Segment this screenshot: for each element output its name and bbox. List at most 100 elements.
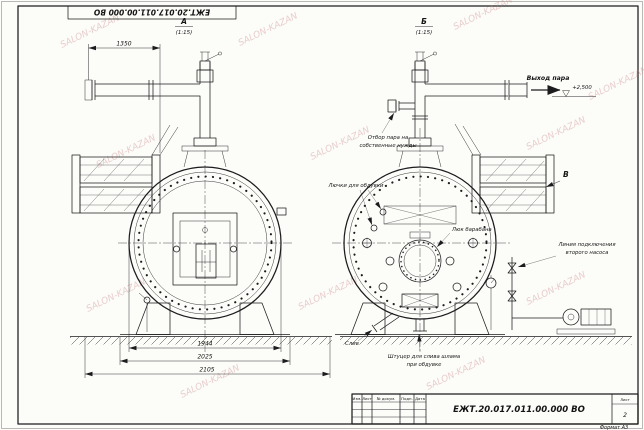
leader-line: [367, 189, 382, 210]
separator-cross: [383, 205, 457, 225]
col-podp: Подп.: [401, 396, 413, 401]
front-plate-circle: [142, 180, 268, 306]
valve-bonnet: [199, 60, 211, 71]
side-handhole-right: [230, 245, 237, 253]
title-block-frame: [351, 393, 639, 425]
leader-line: [417, 333, 422, 353]
valve-body: [411, 69, 429, 83]
col-data: Дата: [415, 396, 425, 401]
bundle-flange-left: [71, 154, 81, 214]
economizer-bundle-right: [454, 123, 555, 214]
watermark-text: SALON-KAZAN: [85, 277, 148, 315]
shell-inner-circle: [348, 171, 492, 315]
feed-pump-assembly: [485, 257, 616, 335]
pump-line-label-2: второго насоса: [566, 250, 609, 256]
drain-pipe: [371, 312, 400, 333]
branch-valve: [387, 99, 397, 113]
doc-number: ЕЖТ.20.017.011.00.000 ВО: [453, 405, 585, 415]
dome-neck: [183, 150, 227, 168]
pump-volute: [562, 308, 580, 326]
corner-stamp-number: ЕЖТ.20.017.011.00.000 ВО: [93, 8, 210, 17]
shell-circle: [343, 166, 497, 320]
dimensions: 1350 1944 2025 2105: [84, 41, 331, 378]
watermark-text: SALON-KAZAN: [237, 11, 300, 49]
leader-line: [357, 329, 373, 342]
view-b-letter: Б: [421, 17, 427, 26]
own-needs-branch: [387, 99, 415, 113]
supports-left: [120, 292, 290, 335]
annotations: Выход пара +2,500 Отбор пара на собствен…: [328, 75, 617, 368]
blow-hatch: [379, 208, 387, 216]
view-v-mark: В: [545, 170, 569, 188]
pipe-outline: [95, 62, 211, 138]
dome-cap: [408, 137, 432, 147]
blowdown-rect: [401, 293, 439, 308]
handhole-cross: [361, 237, 479, 249]
valve-symbol: [507, 290, 517, 302]
drain-valve-stem: [138, 292, 148, 332]
sludge-label-1: Штуцер для слива шлама: [388, 354, 460, 360]
handholes: [361, 208, 479, 292]
bundle-flange-right: [151, 154, 161, 214]
watermark-text: SALON-KAZAN: [525, 115, 588, 153]
safety-valve: [411, 51, 437, 83]
pump-line-label-1: Линия подключения: [557, 242, 616, 248]
tube-rows: [80, 164, 152, 206]
burner-detail: [196, 250, 216, 272]
motor-ribs: [588, 309, 606, 325]
burner-box: [195, 243, 217, 279]
side-handhole-left: [173, 245, 180, 253]
blow-hatches-label: Лючки для обдувки: [328, 183, 384, 189]
elevation-symbol: [552, 90, 596, 97]
view-b-header: Б (1:15): [415, 17, 433, 36]
leader-line: [381, 112, 395, 134]
bundle-lower: [79, 186, 153, 214]
steam-dome: [396, 137, 444, 168]
pump-base: [556, 328, 616, 335]
right-boiler-front-view: В: [332, 51, 596, 352]
bolt-ring: [352, 175, 488, 311]
dome-cap: [193, 137, 217, 147]
dimension-pipe-span: 1350: [88, 41, 161, 153]
own-needs-label-1: Отбор пара на: [368, 135, 409, 141]
drum-manhole-label: Люк барабана: [451, 227, 492, 233]
own-needs-label-2: собственные нужды: [359, 143, 416, 149]
tube-rows: [480, 164, 546, 206]
bundle-hatch: [83, 158, 145, 212]
col-list: Лист: [362, 396, 372, 401]
manhole-outer: [398, 239, 442, 283]
leader-line: [436, 232, 451, 248]
extension-lines: [128, 247, 282, 352]
valve-symbol: [507, 262, 517, 274]
steam-outlet-pipe: [387, 51, 528, 138]
view-a-letter: А: [180, 17, 187, 26]
watermark-text: SALON-KAZAN: [587, 65, 644, 103]
left-boiler-front-view: [71, 51, 292, 352]
view-v-letter: В: [563, 170, 569, 179]
dimension-value: 2025: [197, 354, 212, 361]
manhole-inner: [179, 220, 231, 278]
handhole: [378, 282, 388, 292]
valve-body: [196, 69, 214, 83]
bolt-ring: [137, 175, 273, 311]
ground-hatch: [70, 337, 332, 345]
pipe-joint-flange: [412, 115, 428, 120]
branch-pipe: [395, 101, 415, 111]
pump-motor: [580, 308, 612, 326]
steam-outlet-label: Выход пара: [527, 75, 570, 82]
shell-circle: [128, 166, 282, 320]
extension-lines: [84, 337, 331, 378]
shell-nozzle: [276, 207, 287, 216]
handhole: [445, 256, 455, 266]
col-dokum: № докум.: [377, 396, 396, 401]
pump-hub: [567, 313, 575, 321]
lever-weight: [433, 51, 437, 56]
blowdown-box: [401, 293, 439, 308]
handhole: [452, 282, 462, 292]
gauge-stand: [490, 275, 495, 330]
bundle-flange-left: [471, 154, 481, 214]
steam-dome: [181, 137, 229, 168]
outlet-stub: [509, 82, 528, 98]
